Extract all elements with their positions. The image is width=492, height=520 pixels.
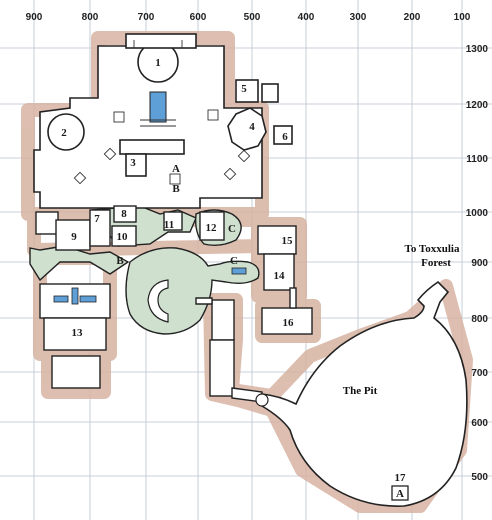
pit-entrance <box>255 393 269 407</box>
x-tick: 600 <box>190 12 207 23</box>
room-label-17: 17 <box>395 472 407 484</box>
x-tick: 500 <box>244 12 261 23</box>
room-label-3: 3 <box>130 157 136 169</box>
y-tick: 600 <box>471 418 488 429</box>
x-tick: 100 <box>454 12 471 23</box>
room-label-16: 16 <box>283 317 295 329</box>
room-label-8: 8 <box>121 208 127 220</box>
room-17-box <box>391 485 409 501</box>
room-label-4: 4 <box>249 121 255 133</box>
forest-label-line2: Forest <box>421 257 451 269</box>
y-axis: 1300 1200 1100 1000 900 800 700 600 500 <box>466 44 489 483</box>
y-tick: 800 <box>471 314 488 325</box>
x-tick: 400 <box>298 12 315 23</box>
marker-a-upper: A <box>172 163 180 175</box>
y-tick: 1300 <box>466 44 489 55</box>
marker-a-pit: A <box>396 488 404 500</box>
y-tick: 1100 <box>466 154 488 165</box>
y-tick: 900 <box>471 258 488 269</box>
x-tick: 700 <box>138 12 155 23</box>
room-label-1: 1 <box>155 57 161 69</box>
passage <box>195 297 263 403</box>
pools-west <box>53 267 247 305</box>
x-tick: 200 <box>404 12 421 23</box>
y-tick: 1200 <box>466 100 489 111</box>
room-label-14: 14 <box>274 270 286 282</box>
place-labels: The Pit To Toxxulia Forest <box>343 243 460 397</box>
cave-pillar <box>147 279 169 323</box>
x-tick: 300 <box>350 12 367 23</box>
room-label-15: 15 <box>282 235 294 247</box>
y-tick: 500 <box>471 472 488 483</box>
markers: A B B C C A <box>116 163 404 500</box>
marker-c-right: C <box>228 223 236 235</box>
y-tick: 1000 <box>466 208 489 219</box>
room-label-11: 11 <box>164 219 174 231</box>
marker-c-left: C <box>230 255 238 267</box>
pit-cavern <box>261 280 468 507</box>
keep-pool <box>149 91 167 123</box>
x-axis: 900 800 700 600 500 400 300 200 100 <box>26 12 471 23</box>
south-west-walls <box>39 283 111 389</box>
room-label-7: 7 <box>94 213 100 225</box>
marker-b-lower: B <box>116 255 124 267</box>
room-label-13: 13 <box>72 327 84 339</box>
keep-details <box>73 40 251 185</box>
east-rooms <box>257 225 313 335</box>
room-label-9: 9 <box>71 231 77 243</box>
room-label-2: 2 <box>61 127 67 139</box>
x-tick: 900 <box>26 12 43 23</box>
x-tick: 800 <box>82 12 99 23</box>
west-wing-walls <box>35 205 225 251</box>
room-label-12: 12 <box>206 222 218 234</box>
keep-walls <box>33 33 293 209</box>
room-label-10: 10 <box>117 231 129 243</box>
room-label-5: 5 <box>241 83 247 95</box>
pit-label: The Pit <box>343 385 378 397</box>
y-tick: 700 <box>471 368 488 379</box>
forest-label-line1: To Toxxulia <box>405 243 460 255</box>
room-label-6: 6 <box>282 131 288 143</box>
room-labels: 1 2 3 4 5 6 7 8 9 10 11 12 13 14 15 16 1… <box>61 57 406 484</box>
marker-b-upper: B <box>172 183 180 195</box>
